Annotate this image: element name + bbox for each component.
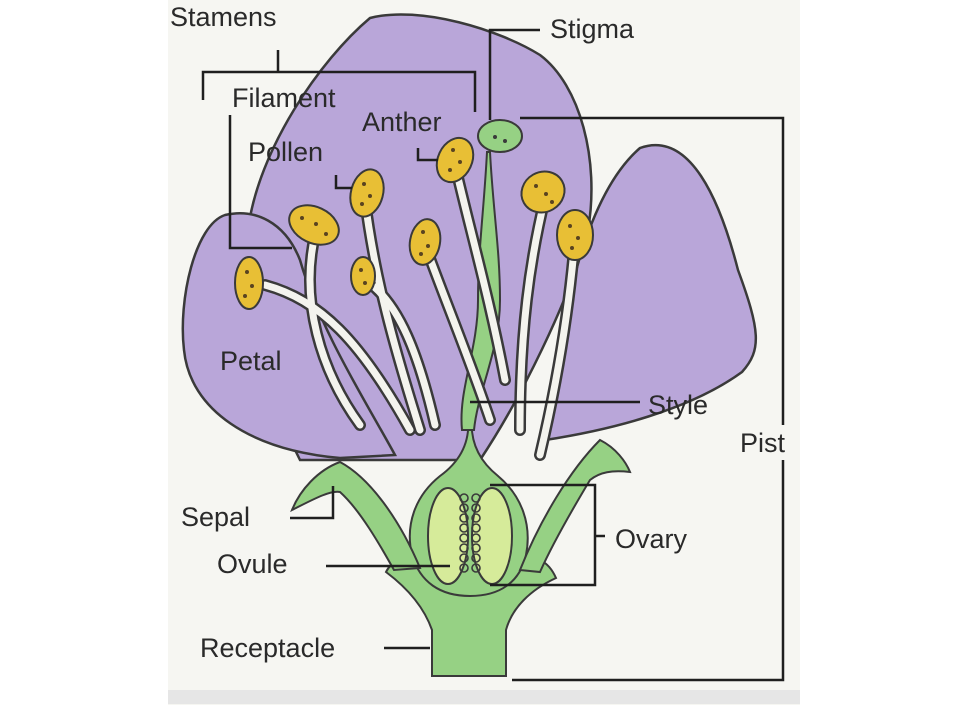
ovules [459, 493, 481, 573]
label-pollen: Pollen [248, 137, 323, 167]
ovary-chamber-right [471, 487, 513, 585]
stigma-dot [503, 139, 507, 143]
stigma-leader [488, 28, 540, 120]
anther [350, 256, 376, 296]
label-ovary: Ovary [615, 524, 688, 554]
anther [435, 136, 475, 184]
filaments [259, 159, 581, 461]
label-receptacle: Receptacle [200, 633, 335, 663]
sepal-leader [290, 486, 335, 520]
ovary-chamber-left [427, 487, 469, 585]
stamens-bracket [201, 50, 477, 112]
label-ovule: Ovule [217, 549, 288, 579]
stigma-dot [493, 135, 497, 139]
pistil-bracket [512, 116, 785, 682]
label-stamens: Stamens [170, 2, 277, 32]
label-pistil: Pist [740, 428, 786, 458]
paper-shadow-bottom [168, 690, 800, 704]
anther [556, 209, 594, 261]
pollen-leader [334, 175, 352, 190]
anthers [234, 136, 594, 310]
label-petal: Petal [220, 346, 282, 376]
label-sepal: Sepal [181, 502, 250, 532]
label-anther: Anther [362, 107, 442, 137]
anther [408, 218, 442, 266]
label-stigma: Stigma [550, 14, 635, 44]
filament-leader [228, 115, 292, 250]
sepal-right [518, 438, 632, 574]
label-style: Style [648, 390, 708, 420]
pollen-dots [243, 148, 580, 298]
label-filament: Filament [232, 83, 336, 113]
anther-leader [416, 148, 438, 162]
ovary-bracket [490, 483, 605, 587]
leader-lines [201, 28, 785, 682]
anther [234, 256, 264, 310]
sepal-left [290, 460, 422, 572]
stigma-shape [477, 119, 523, 153]
